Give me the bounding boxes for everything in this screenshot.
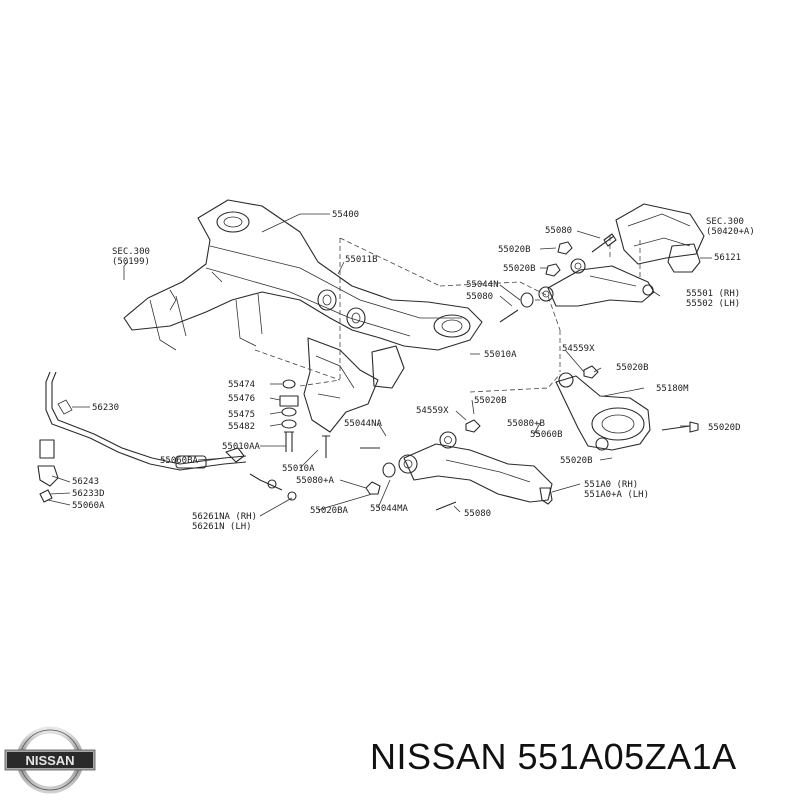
part-label: 55080	[466, 292, 493, 302]
part-number-caption: NISSAN 551A05ZA1A	[370, 736, 737, 777]
part-label: SEC.300	[706, 217, 744, 227]
part-label: (50420+A)	[706, 227, 755, 237]
part-label: 55180M	[656, 384, 689, 394]
part-labels: 55400 SEC.300 (50199) 55011B 55080 55020…	[72, 210, 755, 532]
part-label: 55502 (LH)	[686, 299, 740, 309]
part-label: 55475	[228, 410, 255, 420]
part-label: 56230	[92, 403, 119, 413]
part-label: 55044NA	[344, 419, 383, 429]
reference-box	[254, 236, 641, 393]
part-label: SEC.300	[112, 247, 150, 257]
lower-control-arm-front	[322, 419, 553, 511]
part-label: 55060B	[530, 430, 563, 440]
part-label: 55080	[464, 509, 491, 519]
part-label: 56233D	[72, 489, 105, 499]
part-label: 55020D	[708, 423, 741, 433]
part-label: 55020B	[616, 363, 649, 373]
nissan-logo: NISSAN	[4, 726, 96, 794]
logo-text: NISSAN	[25, 753, 74, 768]
part-label: 55080+B	[507, 419, 545, 429]
part-label: 55020B	[474, 396, 507, 406]
part-label: 56121	[714, 253, 741, 263]
stabilizer-bar	[37, 371, 297, 503]
part-label: 55060BA	[160, 456, 199, 466]
part-label: 551A0 (RH)	[584, 480, 638, 490]
part-label: 55020B	[503, 264, 536, 274]
part-label: 55080+A	[296, 476, 335, 486]
part-label: 55011B	[345, 255, 378, 265]
part-label: 55044MA	[370, 504, 409, 514]
part-label: 55474	[228, 380, 255, 390]
part-label: 551A0+A (LH)	[584, 490, 649, 500]
part-label: 55044N	[466, 280, 499, 290]
front-subframe	[123, 199, 483, 433]
part-label: 55010A	[282, 464, 315, 474]
strut-mount	[615, 203, 712, 273]
part-label: 55060A	[72, 501, 105, 511]
part-label: 55400	[332, 210, 359, 220]
part-label: 56261N (LH)	[192, 522, 252, 532]
part-label: 55476	[228, 394, 255, 404]
part-label: 55010A	[484, 350, 517, 360]
part-label: 55482	[228, 422, 255, 432]
lower-control-arm-rear	[555, 365, 699, 451]
part-label: 55080	[545, 226, 572, 236]
part-label: 55020B	[498, 245, 531, 255]
part-label: 55501 (RH)	[686, 289, 740, 299]
leader-lines	[47, 230, 690, 517]
part-label: 55020B	[560, 456, 593, 466]
part-label: (50199)	[112, 257, 150, 267]
part-label: 55010AA	[222, 442, 261, 452]
part-label: 54559X	[562, 344, 595, 354]
part-label: 56243	[72, 477, 99, 487]
upper-control-arm	[538, 258, 655, 307]
upper-arm-fasteners	[499, 233, 617, 323]
part-label: 54559X	[416, 406, 449, 416]
part-label: 55020BA	[310, 506, 349, 516]
bushing-stack	[279, 379, 299, 452]
part-label: 56261NA (RH)	[192, 512, 257, 522]
